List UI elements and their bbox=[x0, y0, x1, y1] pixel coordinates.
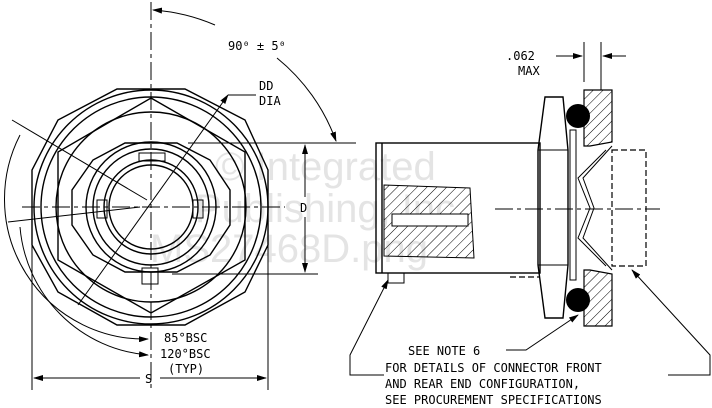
angle-label: 90⁰ ± 5⁰ bbox=[228, 39, 286, 53]
body-tab bbox=[387, 272, 405, 284]
dd-label: DD bbox=[259, 79, 273, 93]
typ-label: (TYP) bbox=[168, 362, 204, 376]
o-ring-bottom bbox=[566, 288, 590, 312]
rear-leader bbox=[349, 279, 389, 376]
key-top bbox=[138, 152, 166, 162]
o-ring-top bbox=[566, 104, 590, 128]
key-left bbox=[96, 199, 108, 219]
note-leader bbox=[506, 314, 579, 351]
bsc-120-label: 120°BSC bbox=[160, 347, 211, 361]
key-right bbox=[192, 199, 204, 219]
gap-value: .062 bbox=[506, 49, 535, 63]
dd-leader bbox=[77, 94, 229, 306]
panel-cone-inner bbox=[577, 149, 607, 267]
washer bbox=[569, 129, 577, 281]
angle-line-120 bbox=[7, 206, 141, 223]
hex-nut bbox=[537, 96, 569, 319]
svg-text:© Integrated: © Integrated bbox=[215, 145, 436, 189]
connector-body bbox=[375, 142, 541, 274]
inner-octagon bbox=[71, 142, 231, 273]
panel-upper bbox=[583, 89, 613, 147]
arc-120 bbox=[19, 226, 149, 358]
dd-dia-label: DIA bbox=[259, 94, 281, 108]
details-line-2: AND REAR END CONFIGURATION, bbox=[385, 377, 580, 391]
bsc-85-label: 85°BSC bbox=[164, 331, 207, 345]
gap-max: MAX bbox=[518, 64, 540, 78]
details-line-1: FOR DETAILS OF CONNECTOR FRONT bbox=[385, 361, 602, 375]
details-line-3: SEE PROCUREMENT SPECIFICATIONS bbox=[385, 393, 602, 407]
arc-90-upper bbox=[152, 7, 216, 26]
angle-line-85 bbox=[11, 119, 148, 201]
front-leader bbox=[631, 269, 711, 376]
mating-connector-outline bbox=[611, 149, 647, 267]
note-6-label: SEE NOTE 6 bbox=[408, 344, 480, 358]
panel-cone bbox=[582, 145, 613, 271]
s-label: S bbox=[145, 372, 152, 386]
outer-octagon bbox=[31, 88, 269, 326]
contact-pin bbox=[391, 213, 469, 227]
arc-85 bbox=[3, 134, 149, 343]
panel-lower bbox=[583, 269, 613, 327]
arc-90-lower bbox=[276, 57, 337, 142]
key-bottom bbox=[141, 267, 159, 285]
front-view: 90⁰ ± 5⁰ DD DIA D 85°BSC 120°BSC (TYP) S bbox=[3, 2, 356, 390]
side-view: .062 MAX SEE NOTE 6 FOR DETAILS OF CONNE… bbox=[349, 42, 711, 407]
d-label: D bbox=[300, 201, 307, 215]
